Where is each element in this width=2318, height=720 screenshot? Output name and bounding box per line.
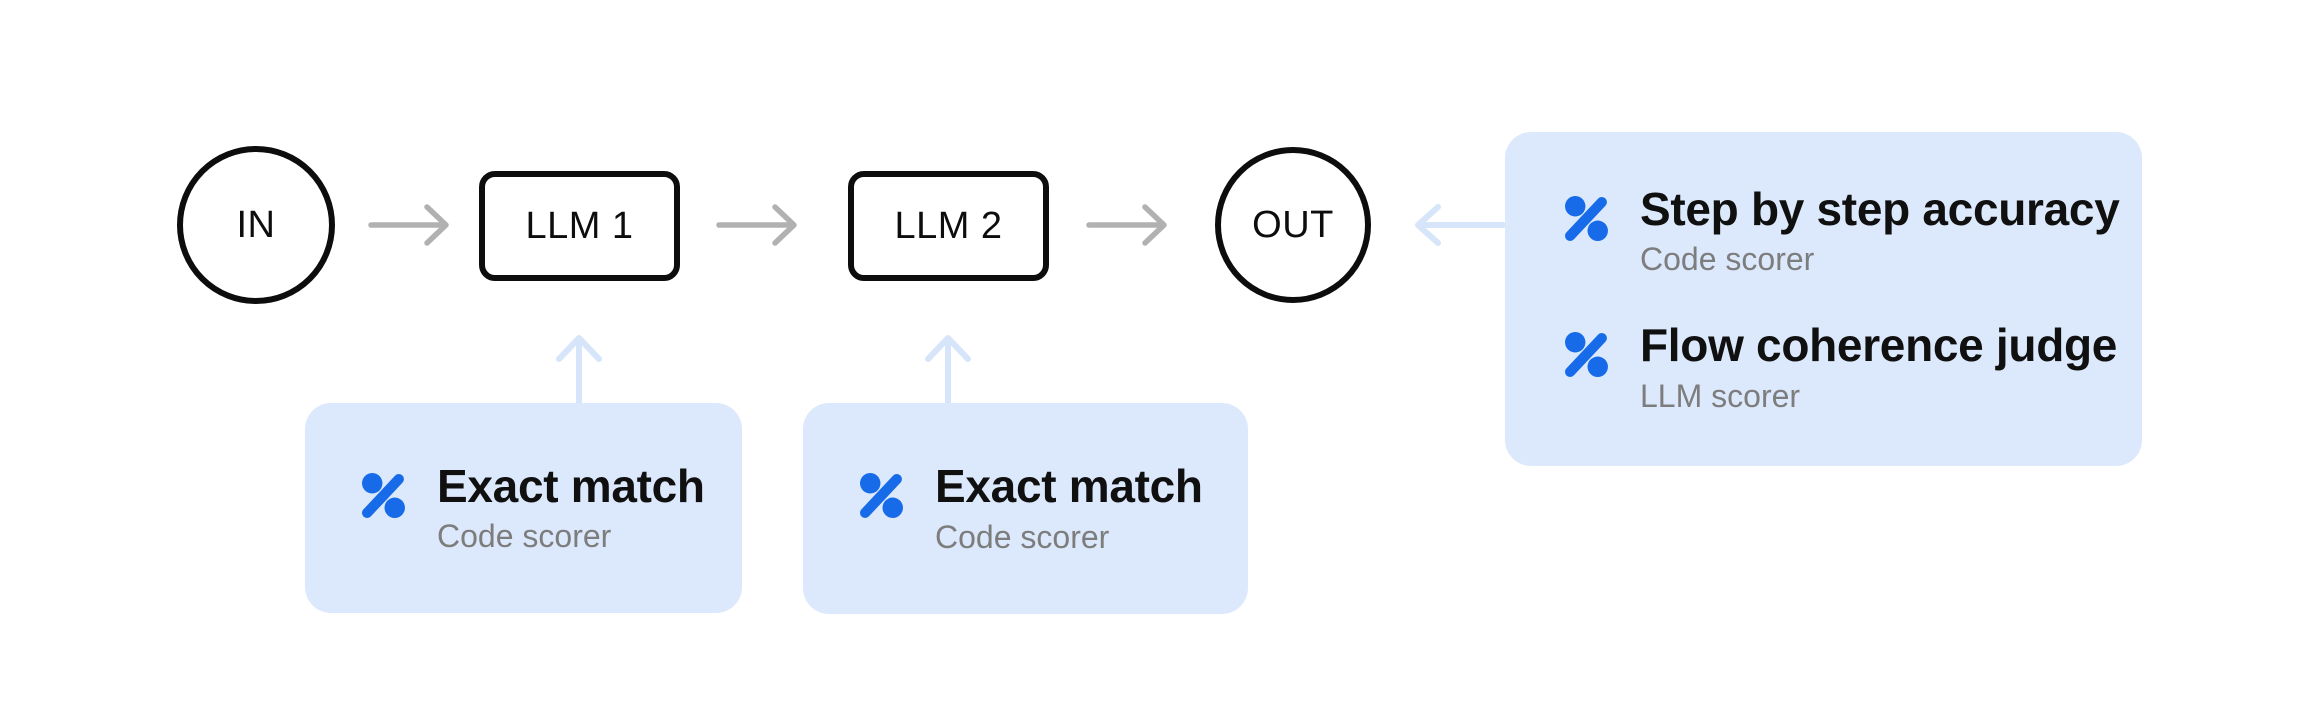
node-in-label: IN xyxy=(236,203,276,246)
node-in: IN xyxy=(177,146,335,304)
node-out-label: OUT xyxy=(1252,203,1334,246)
percent-scorer-icon xyxy=(362,472,405,518)
arrow-in-to-llm1 xyxy=(368,204,449,246)
scorer-text: Exact match Code scorer xyxy=(437,461,705,555)
scorer-type: Code scorer xyxy=(437,518,612,555)
percent-scorer-icon xyxy=(1565,195,1608,241)
scorer-name: Exact match xyxy=(935,460,1203,513)
scorer-text: Exact match Code scorer xyxy=(935,461,1203,555)
scorer-item: Exact match Code scorer xyxy=(362,461,705,555)
scorer-name: Flow coherence judge xyxy=(1640,319,2118,371)
scorer-card-llm1: Exact match Code scorer xyxy=(305,403,742,613)
node-llm1: LLM 1 xyxy=(479,171,680,281)
arrow-card1-to-llm1 xyxy=(556,335,602,405)
scorer-card-out: Step by step accuracy Code scorer Flow c… xyxy=(1505,132,2142,466)
scorer-item: Flow coherence judge LLM scorer xyxy=(1565,320,2117,414)
arrow-llm1-to-llm2 xyxy=(716,204,797,246)
scorer-name: Step by step accuracy xyxy=(1640,182,2120,235)
node-out: OUT xyxy=(1215,147,1371,303)
node-llm2-label: LLM 2 xyxy=(894,204,1003,247)
percent-scorer-icon xyxy=(860,473,903,519)
arrow-card2-to-llm2 xyxy=(925,335,971,405)
scorer-text: Step by step accuracy Code scorer xyxy=(1640,184,2120,278)
scorer-type: Code scorer xyxy=(935,518,1110,555)
scorer-card-llm2: Exact match Code scorer xyxy=(803,403,1248,614)
node-llm1-label: LLM 1 xyxy=(525,204,634,247)
node-llm2: LLM 2 xyxy=(848,171,1049,281)
scorer-name: Exact match xyxy=(437,459,705,512)
scorer-type: LLM scorer xyxy=(1640,377,1801,414)
scorer-text: Flow coherence judge LLM scorer xyxy=(1640,320,2117,414)
arrow-llm2-to-out xyxy=(1086,204,1167,246)
scorer-type: Code scorer xyxy=(1640,241,1815,278)
arrow-card3-to-out xyxy=(1415,204,1505,246)
scorer-item: Exact match Code scorer xyxy=(860,461,1203,555)
percent-scorer-icon xyxy=(1565,332,1608,377)
scorer-item: Step by step accuracy Code scorer xyxy=(1565,184,2120,278)
